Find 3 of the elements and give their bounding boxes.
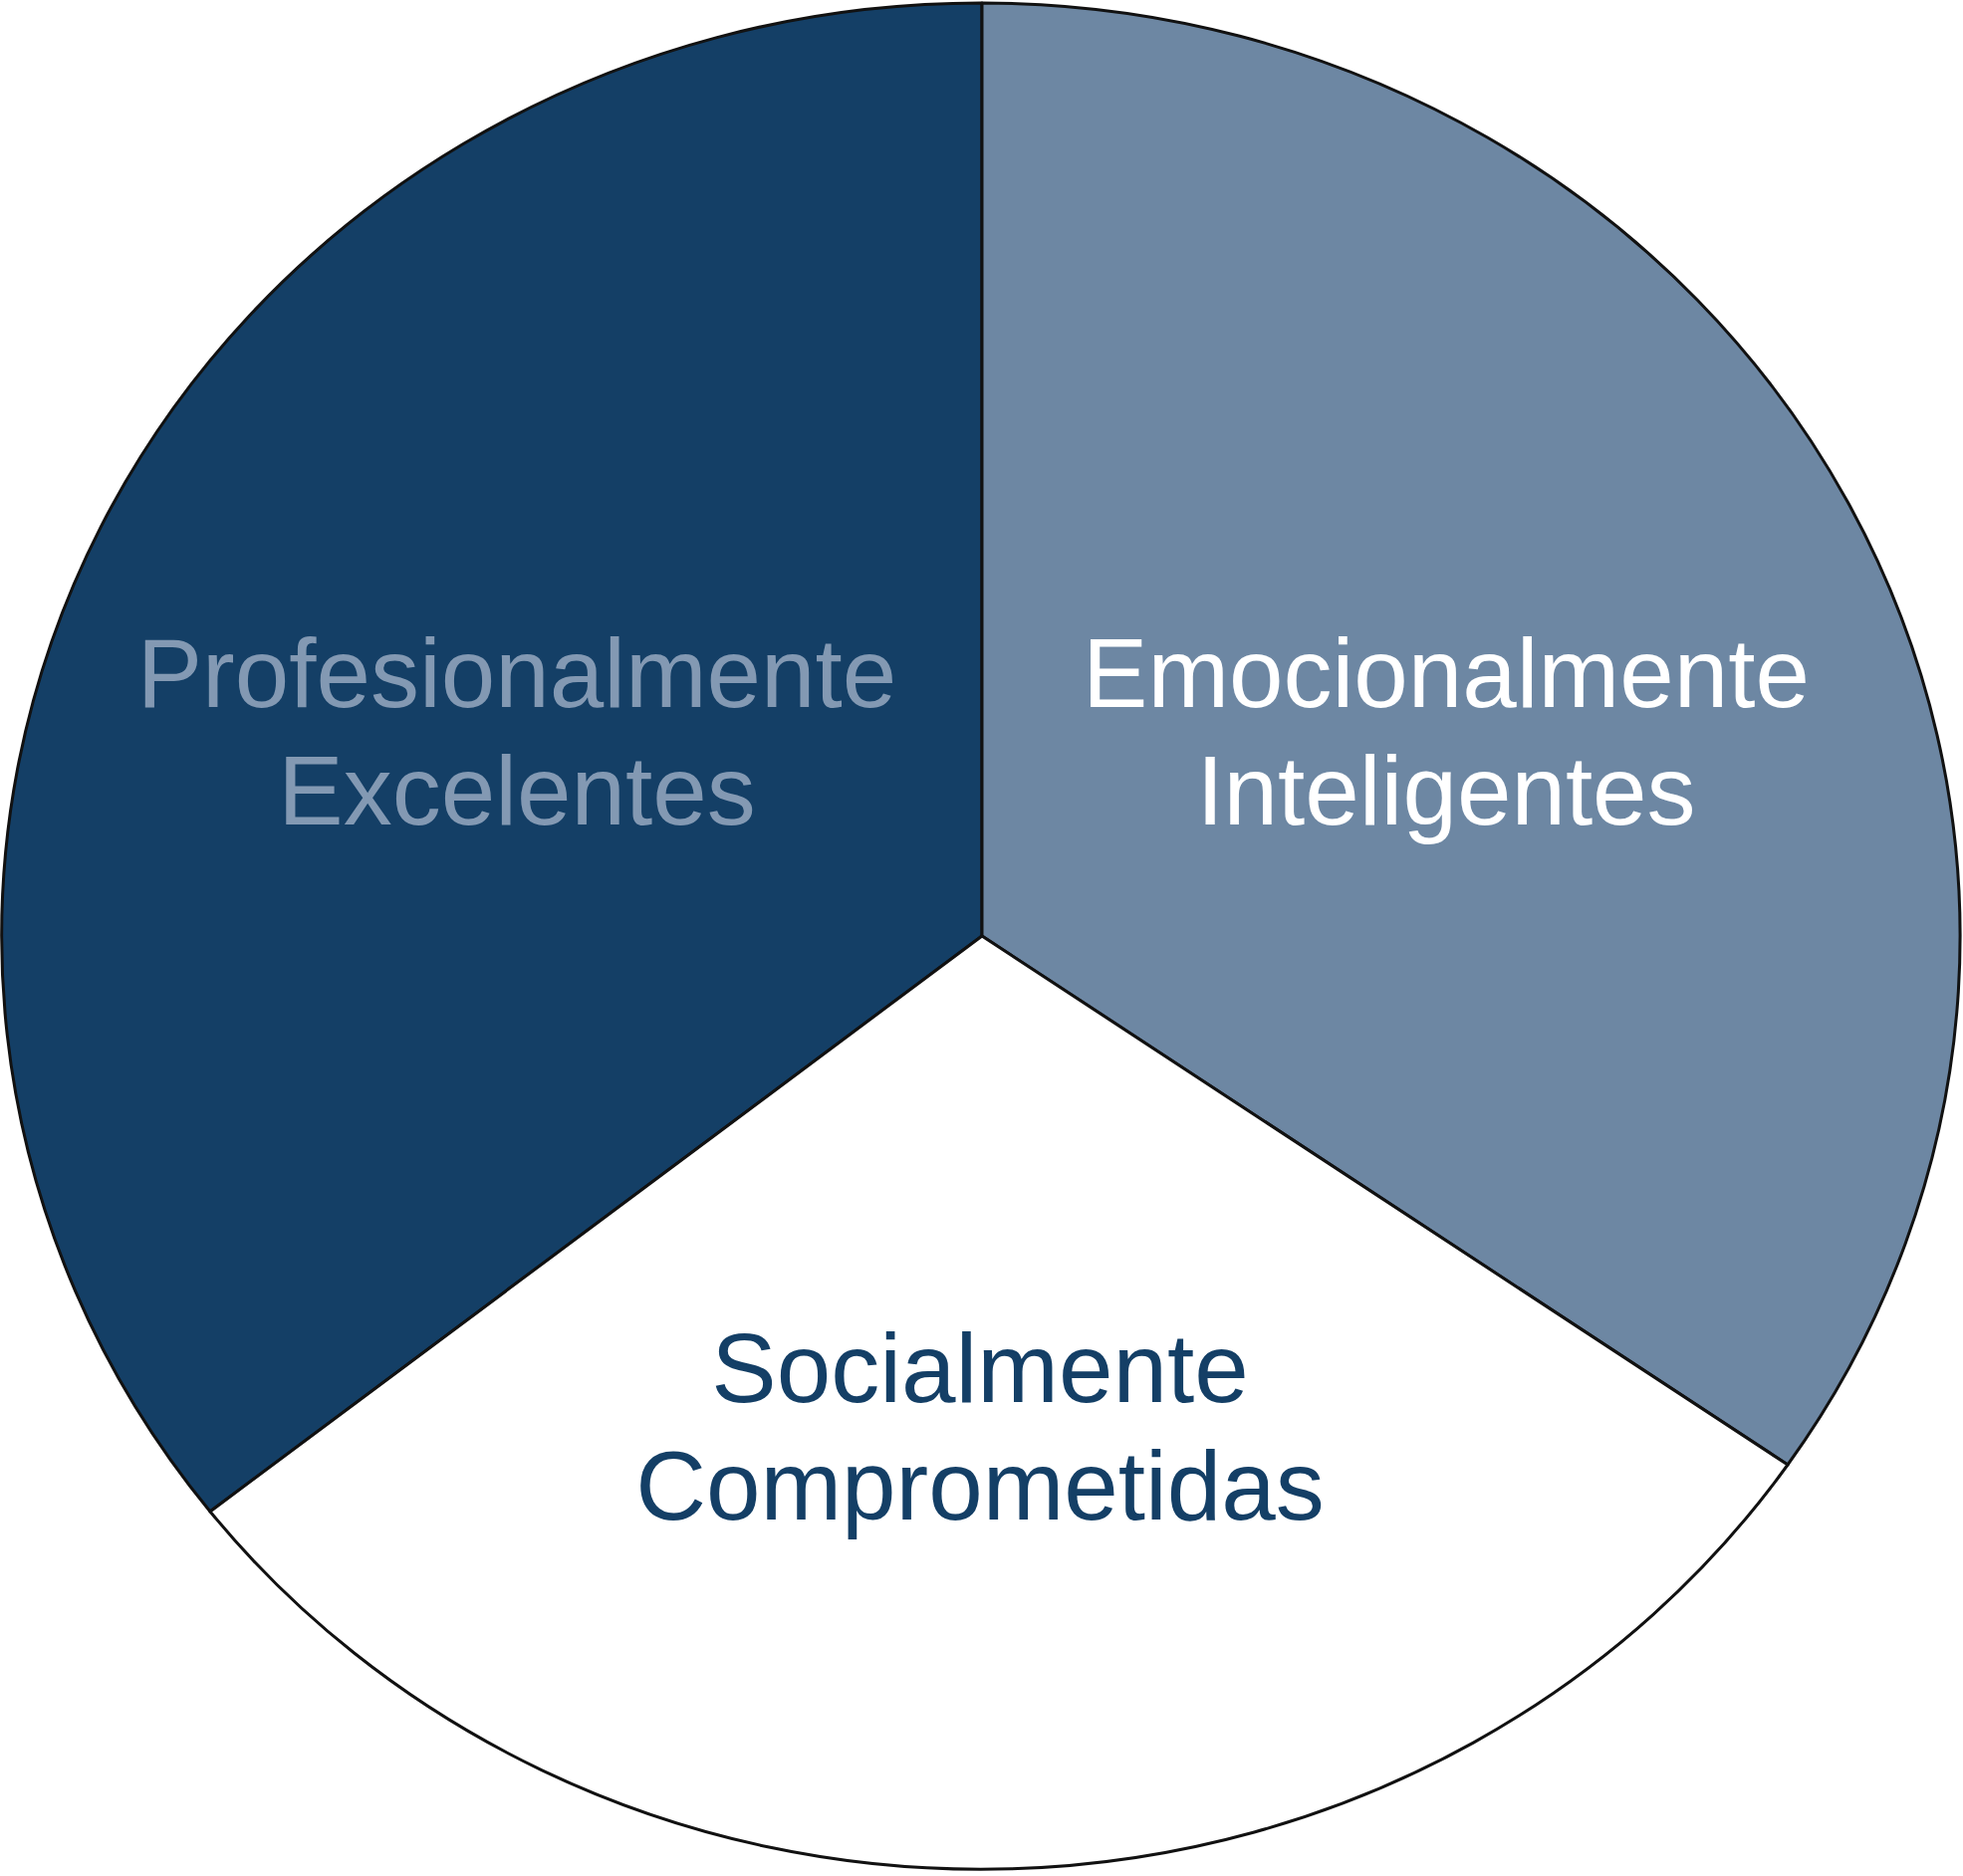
sector-label: Socialmente Comprometidas (635, 1312, 1325, 1542)
sector-label: Profesionalmente Excelentes (136, 617, 897, 847)
sector-label: Emocionalmente Inteligentes (1083, 617, 1810, 847)
